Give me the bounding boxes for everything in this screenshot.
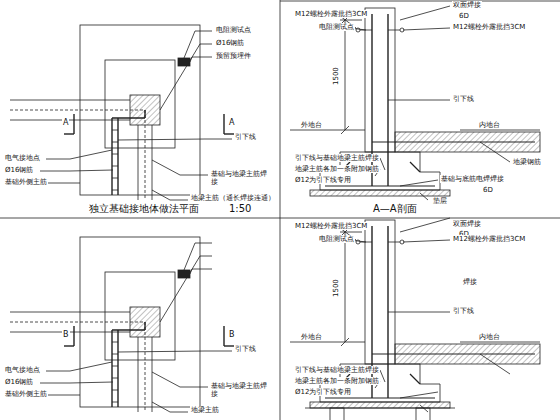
- annotation-label: 6D: [482, 186, 494, 194]
- drawing-title: 1:50: [228, 203, 252, 215]
- annotation-label: 基础与底筋电焊焊接: [440, 175, 505, 183]
- annotation-label: 地梁主筋: [190, 406, 220, 414]
- annotation-label: 地梁主筋（通长焊接连通）: [190, 194, 276, 202]
- annotation-label: 双面焊接: [452, 220, 482, 228]
- annotation-label: 1500: [332, 278, 340, 298]
- annotation-label: 1500: [332, 66, 340, 86]
- annotation-label: M12螺栓外露批挡3CM: [452, 235, 526, 243]
- annotation-label: 电阻测试点: [318, 235, 355, 243]
- annotation-label: Ø16钢筋: [215, 39, 245, 47]
- annotation-label: 引下线: [234, 133, 257, 141]
- annotation-label: 引下线与基础地梁主筋焊接: [294, 366, 380, 374]
- annotation-label: 基础与地梁主筋焊接: [210, 382, 270, 398]
- annotation-label: M12螺栓外露批挡3CM: [294, 10, 368, 18]
- annotation-label: 电阻测试点: [318, 23, 355, 31]
- annotation-label: 电气接地点: [4, 366, 41, 374]
- annotation-label: 内地台: [478, 121, 501, 129]
- annotation-label: M12螺栓外露批挡3CM: [452, 23, 526, 31]
- annotation-label: 基础外侧主筋: [4, 178, 48, 186]
- annotation-label: 基础与地梁主筋焊接: [210, 170, 270, 186]
- annotation-label: Ø12为引下线专用: [294, 388, 352, 396]
- annotation-label: 预留预埋件: [215, 52, 252, 60]
- annotation-label: B: [228, 330, 236, 339]
- annotation-label: 引下线与基础地梁主筋焊接: [294, 154, 380, 162]
- annotation-label: Ø16钢筋: [4, 378, 34, 386]
- annotation-label: B: [62, 330, 70, 339]
- annotation-label: A: [62, 118, 69, 127]
- annotation-label: 内地台: [478, 333, 501, 341]
- annotation-label: 电阻测试点: [215, 26, 252, 34]
- annotation-label: M12螺栓外露批挡3CM: [294, 222, 368, 230]
- drawing-title: 独立基础接地体做法平面: [88, 203, 200, 215]
- annotation-label: 引下线: [452, 307, 475, 315]
- annotation-label: 垫层: [432, 197, 448, 205]
- annotation-label: 基础外侧主筋: [4, 390, 48, 398]
- annotation-label: 外地台: [300, 333, 323, 341]
- annotation-label: 焊接: [462, 278, 478, 286]
- annotation-label: 电气接地点: [4, 154, 41, 162]
- annotation-label: 引下线: [234, 345, 257, 353]
- annotation-label: 地梁主筋各加一条附加钢筋: [294, 377, 380, 385]
- annotation-label: A: [228, 118, 235, 127]
- annotation-label: 6D: [458, 12, 470, 20]
- annotation-label: 双面焊接: [452, 1, 482, 9]
- annotation-label: 引下线: [452, 95, 475, 103]
- drawing-title: A—A剖面: [372, 203, 418, 215]
- annotation-label: 地梁钢筋: [512, 158, 542, 166]
- annotation-label: 外地台: [300, 121, 323, 129]
- annotation-label: Ø16钢筋: [4, 166, 34, 174]
- annotation-label: Ø12为引下线专用: [294, 176, 352, 184]
- annotation-label: 地梁主筋各加一条附加钢筋: [294, 165, 380, 173]
